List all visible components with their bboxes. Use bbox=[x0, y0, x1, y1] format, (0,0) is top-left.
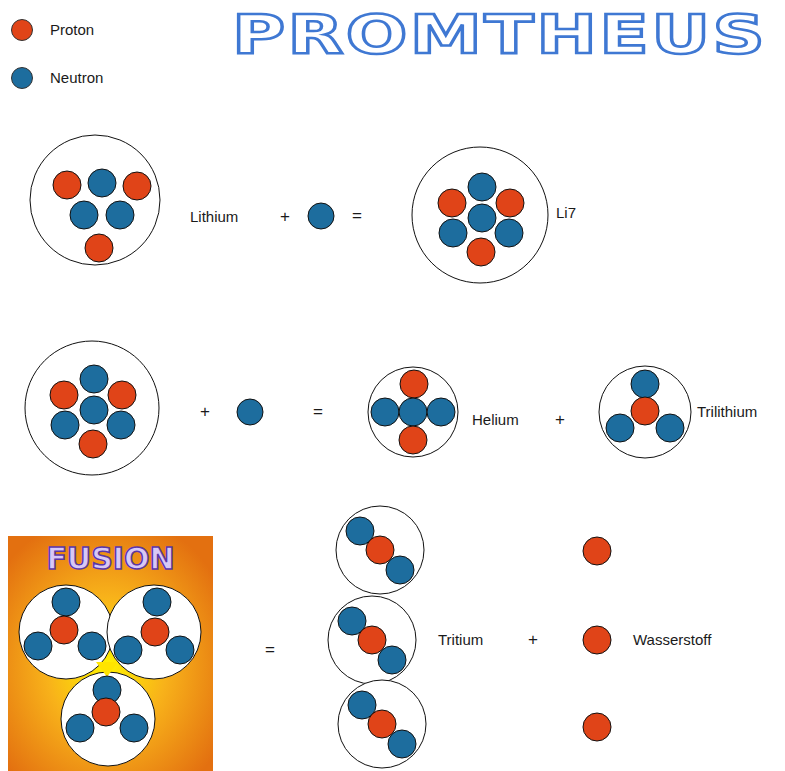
legend-label: Neutron bbox=[50, 69, 103, 87]
equals-sign: = bbox=[265, 640, 275, 660]
element-name: Lithium bbox=[190, 208, 238, 226]
legend-swatch bbox=[11, 19, 33, 41]
equals-sign: = bbox=[313, 402, 323, 422]
legend-label: Proton bbox=[50, 21, 94, 39]
isotope-name: Li7 bbox=[556, 204, 576, 222]
plus-sign: + bbox=[528, 630, 538, 650]
element-name: Wasserstoff bbox=[633, 631, 711, 649]
element-name: Trilithium bbox=[697, 403, 757, 421]
plus-sign: + bbox=[200, 402, 210, 422]
fusion-box: FUSION bbox=[8, 536, 213, 771]
box-heading: FUSION bbox=[46, 542, 174, 575]
plus-sign: + bbox=[280, 207, 290, 227]
element-name: Helium bbox=[472, 411, 519, 429]
isotope-name: Tritium bbox=[438, 631, 483, 649]
plus-sign: + bbox=[555, 410, 565, 430]
equals-sign: = bbox=[352, 206, 362, 226]
legend-swatch bbox=[11, 67, 33, 89]
page-title: PROMTHEUS bbox=[232, 8, 767, 61]
